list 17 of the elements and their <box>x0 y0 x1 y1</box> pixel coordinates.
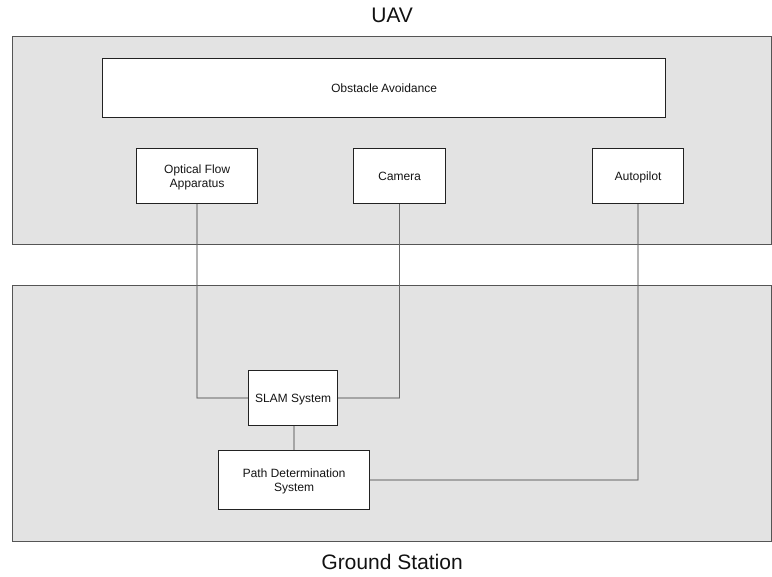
connector-line <box>370 204 638 480</box>
component-box <box>218 450 370 510</box>
component-label: SLAM System <box>254 390 332 406</box>
connector-line <box>196 204 248 398</box>
component-label: Optical Flow Apparatus <box>162 162 232 190</box>
component-label: Autopilot <box>614 168 662 184</box>
component-label: Path Determination System <box>242 466 346 494</box>
component-box <box>592 148 684 204</box>
connector-line <box>338 204 400 398</box>
group-heading: UAV <box>370 4 414 28</box>
component-box <box>353 148 446 204</box>
component-label: Obstacle Avoidance <box>331 80 437 96</box>
group-heading: Ground Station <box>320 551 464 575</box>
component-box <box>102 58 666 118</box>
component-box <box>248 370 338 426</box>
component-box <box>136 148 258 204</box>
component-label: Camera <box>378 168 421 184</box>
